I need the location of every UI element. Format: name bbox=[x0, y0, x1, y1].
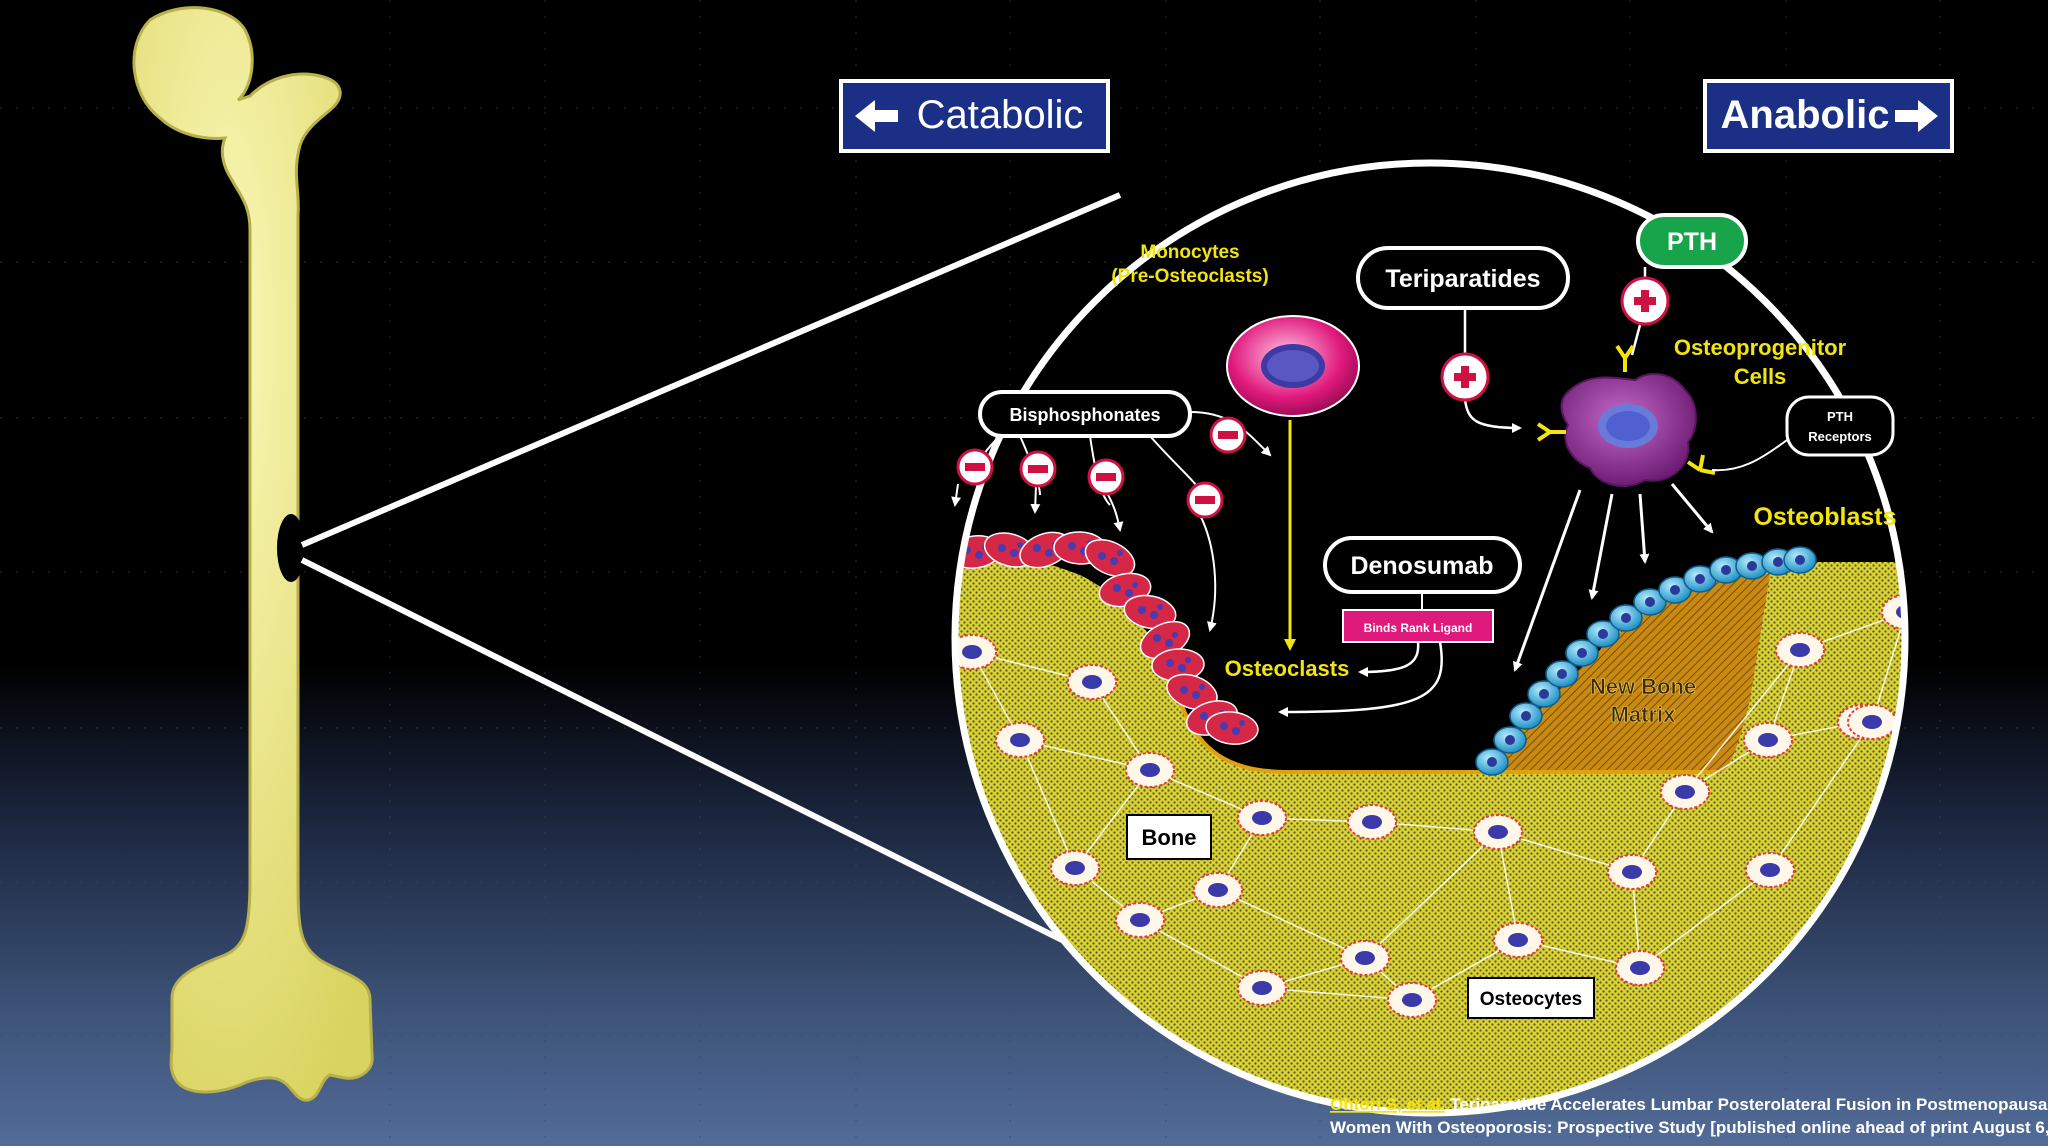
osteoclast-cell bbox=[1084, 539, 1136, 577]
osteoclast-cell bbox=[1123, 594, 1177, 630]
new-bone-label: New Bone bbox=[1590, 674, 1696, 699]
citation-line2: Women With Osteoporosis: Prospective Stu… bbox=[1330, 1118, 2048, 1137]
osteoblast-cell bbox=[1475, 748, 1509, 776]
osteoblast-cell bbox=[1586, 620, 1620, 648]
osteocyte-cell bbox=[1067, 664, 1117, 700]
citation-line1: Teriparatide Accelerates Lumbar Posterol… bbox=[1450, 1095, 2048, 1114]
inhibitor-symbols bbox=[956, 416, 1247, 519]
binds-rank-ligand-tag: Binds Rank Ligand bbox=[1342, 609, 1494, 643]
osteocyte-cell bbox=[1847, 704, 1897, 740]
osteoblast-cell bbox=[1493, 726, 1527, 754]
catabolic-button[interactable]: Catabolic bbox=[839, 79, 1110, 153]
bisphosphonates-box: Bisphosphonates bbox=[978, 390, 1192, 438]
inhibit-minus-icon bbox=[1209, 416, 1247, 454]
osteoblasts-label: Osteoblasts bbox=[1753, 503, 1896, 531]
inhibit-minus-icon bbox=[956, 448, 994, 486]
osteocyte-cell bbox=[1237, 800, 1287, 836]
osteocyte-cell bbox=[1493, 922, 1543, 958]
osteocyte-cell bbox=[1660, 774, 1710, 810]
osteocyte-cell bbox=[1193, 872, 1243, 908]
pre-osteoclasts-label: (Pre-Osteoclasts) bbox=[1111, 266, 1268, 287]
osteocyte-cell bbox=[1615, 950, 1665, 986]
osteoblast-cell bbox=[1633, 588, 1667, 616]
osteocytes-label: Osteocytes bbox=[1480, 989, 1582, 1010]
femur-bone bbox=[132, 6, 374, 1102]
teriparatides-box: Teriparatides bbox=[1356, 246, 1570, 310]
stimulate-plus-icon-1 bbox=[1440, 352, 1490, 402]
denosumab-arrows bbox=[1278, 641, 1443, 717]
osteoblast-cell bbox=[1565, 639, 1599, 667]
osteocytes bbox=[955, 594, 1905, 1018]
denosumab-label: Denosumab bbox=[1350, 552, 1493, 580]
osteoblast-chain bbox=[1475, 546, 1817, 776]
teriparatide-arrow bbox=[1463, 308, 1520, 428]
osteocyte-cell bbox=[1347, 804, 1397, 840]
new-bone-matrix bbox=[1480, 574, 1770, 772]
arrow-right-icon bbox=[1895, 100, 1938, 132]
pth-receptors-box: PTH Receptors bbox=[1785, 395, 1895, 457]
osteocytes-label-box: Osteocytes bbox=[1467, 977, 1595, 1019]
arrow-left-icon bbox=[855, 100, 898, 132]
osteoblast-cell bbox=[1609, 604, 1643, 632]
osteoprogenitor-to-osteoblast-arrows bbox=[1513, 483, 1714, 672]
osteocyte-cell bbox=[1775, 632, 1825, 668]
osteocyte-cell bbox=[1743, 722, 1793, 758]
osteocyte-cell bbox=[1340, 940, 1390, 976]
osteoblast-cell bbox=[1509, 702, 1543, 730]
citation: Ohtori S, et al. Teriparatide Accelerates… bbox=[1330, 1095, 2048, 1137]
inhibit-minus-icon bbox=[1186, 481, 1224, 519]
catabolic-label: Catabolic bbox=[917, 93, 1084, 137]
osteocyte-cell bbox=[1115, 902, 1165, 938]
osteoblast-cell bbox=[1783, 546, 1817, 574]
inhibit-minus-icon bbox=[1019, 450, 1057, 488]
osteoblast-cell bbox=[1527, 680, 1561, 708]
binds-rank-ligand-label: Binds Rank Ligand bbox=[1364, 621, 1473, 635]
citation-authors[interactable]: Ohtori S, et al. bbox=[1330, 1095, 1445, 1114]
pth-badge: PTH bbox=[1636, 213, 1748, 269]
osteoprogenitor-cell bbox=[1560, 373, 1697, 487]
monocytes-label: Monocytes bbox=[1140, 242, 1239, 263]
denosumab-box: Denosumab bbox=[1323, 536, 1522, 594]
stimulate-plus-icon-2 bbox=[1620, 276, 1670, 326]
bone-label-box: Bone bbox=[1126, 814, 1212, 860]
osteoprogenitor-label: Osteoprogenitor bbox=[1674, 335, 1847, 360]
osteocyte-cell bbox=[1387, 982, 1437, 1018]
osteocyte-cell bbox=[1607, 854, 1657, 890]
osteoclast-cell bbox=[1205, 711, 1259, 745]
zoom-lines bbox=[300, 192, 1122, 953]
matrix-label: Matrix bbox=[1611, 702, 1677, 727]
pth-receptor-icons bbox=[1536, 344, 1716, 475]
bone-label: Bone bbox=[1142, 825, 1197, 850]
svg-text:Ohtori S, et al.Teriparatide A: Ohtori S, et al. Teriparatide Accelerates… bbox=[1330, 1095, 2048, 1114]
osteocyte-cell bbox=[1473, 814, 1523, 850]
magnified-view bbox=[951, 159, 1909, 1117]
osteoblast-cell bbox=[1545, 660, 1579, 688]
anabolic-button[interactable]: Anabolic bbox=[1703, 79, 1954, 153]
osteocyte-cell bbox=[1745, 852, 1795, 888]
bisphosphonates-label: Bisphosphonates bbox=[1009, 405, 1160, 425]
pth-receptors-label-1: PTH bbox=[1827, 409, 1853, 424]
osteocyte-cell bbox=[1125, 752, 1175, 788]
monocyte-cell bbox=[1226, 315, 1360, 417]
pth-receptors-label-2: Receptors bbox=[1808, 429, 1872, 444]
osteocyte-cell bbox=[1050, 850, 1100, 886]
osteocyte-cell bbox=[955, 634, 997, 670]
inhibit-minus-icon bbox=[1087, 458, 1125, 496]
cells-label: Cells bbox=[1734, 364, 1787, 389]
anabolic-label: Anabolic bbox=[1721, 93, 1890, 137]
pth-label: PTH bbox=[1667, 228, 1717, 256]
osteocyte-cell bbox=[1237, 970, 1287, 1006]
osteoclasts-label: Osteoclasts bbox=[1225, 656, 1350, 681]
osteocyte-cell bbox=[995, 722, 1045, 758]
teriparatides-label: Teriparatides bbox=[1385, 265, 1540, 293]
